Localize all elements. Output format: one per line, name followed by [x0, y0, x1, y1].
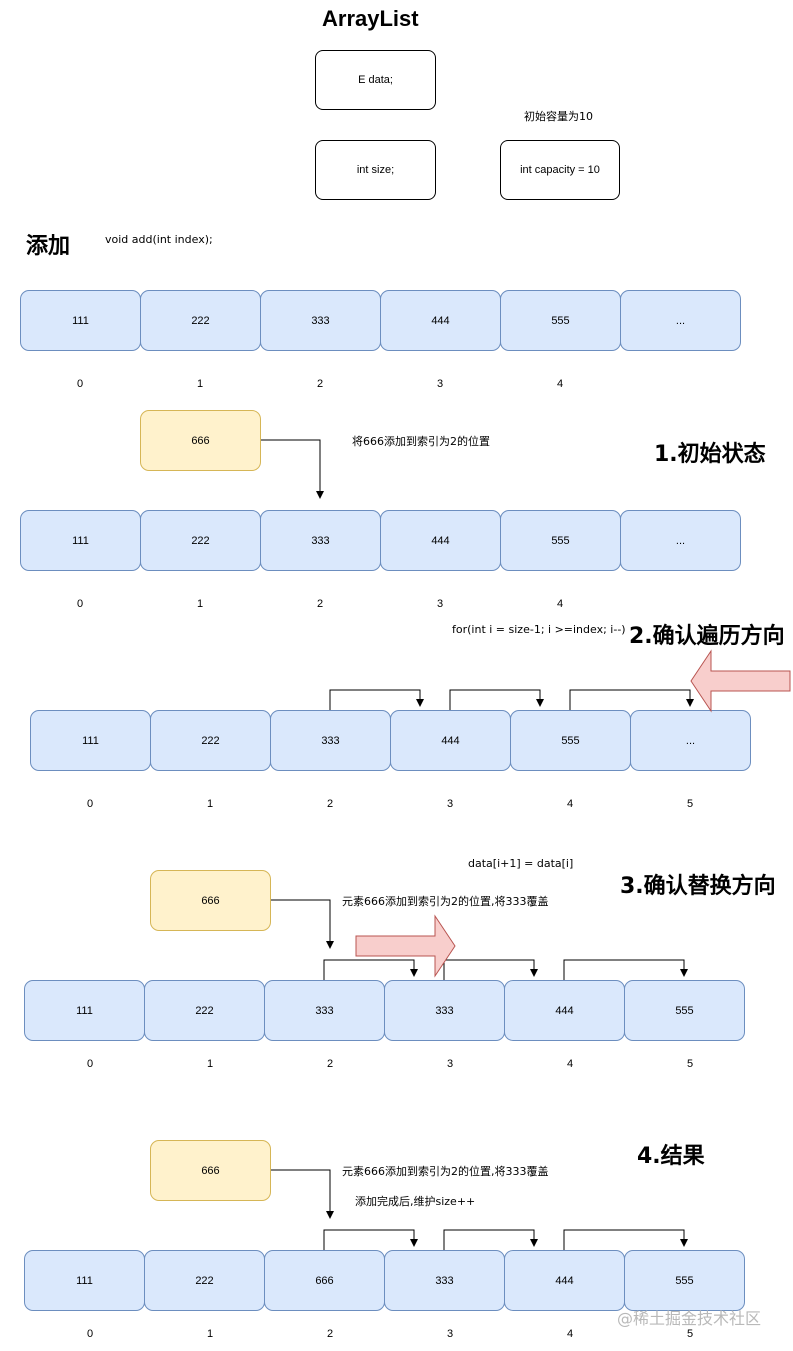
- array-cell: 111: [24, 1250, 145, 1311]
- field-size-box: int size;: [315, 140, 436, 200]
- index-label: 0: [76, 378, 84, 390]
- index-label: 1: [206, 1328, 214, 1340]
- array-cell: 111: [20, 290, 141, 351]
- array-cell: 555: [500, 510, 621, 571]
- index-label: 4: [566, 1058, 574, 1070]
- field-capacity-box: int capacity = 10: [500, 140, 620, 200]
- array-cell: 666: [264, 1250, 385, 1311]
- index-label: 4: [566, 798, 574, 810]
- index-label: 5: [686, 1058, 694, 1070]
- step4-note: 元素666添加到索引为2的位置,将333覆盖: [342, 1165, 549, 1178]
- watermark: @稀土掘金技术社区: [617, 1309, 762, 1328]
- index-label: 1: [206, 798, 214, 810]
- new-element-box: 666: [150, 870, 271, 931]
- loop-code: for(int i = size-1; i >=index; i--): [452, 623, 626, 636]
- array-cell: ...: [630, 710, 751, 771]
- index-label: 1: [206, 1058, 214, 1070]
- step4-note2: 添加完成后,维护size++: [355, 1195, 476, 1208]
- insert-arrow: [271, 1169, 334, 1219]
- index-label: 0: [76, 598, 84, 610]
- index-label: 3: [436, 378, 444, 390]
- array-cell: 555: [624, 980, 745, 1041]
- new-element-box: 666: [150, 1140, 271, 1201]
- array-cell: ...: [620, 510, 741, 571]
- index-label: 3: [446, 798, 454, 810]
- index-label: 5: [686, 1328, 694, 1340]
- diagram-title: ArrayList: [322, 6, 419, 31]
- index-label: 3: [446, 1328, 454, 1340]
- array-cell: 222: [144, 980, 265, 1041]
- array-cell: 222: [140, 290, 261, 351]
- array-cell: 111: [30, 710, 151, 771]
- array-cell: 222: [150, 710, 271, 771]
- array-cell: 222: [144, 1250, 265, 1311]
- new-element-box: 666: [140, 410, 261, 471]
- array-cell: 333: [260, 290, 381, 351]
- index-label: 3: [436, 598, 444, 610]
- shift-arrow: [323, 959, 418, 980]
- shift-arrow: [563, 959, 688, 980]
- array-cell: 333: [270, 710, 391, 771]
- array-cell: 444: [380, 290, 501, 351]
- assign-code: data[i+1] = data[i]: [468, 857, 574, 870]
- index-label: 5: [686, 798, 694, 810]
- shift-arrow: [443, 1229, 538, 1250]
- index-label: 2: [326, 1058, 334, 1070]
- array-cell: 111: [20, 510, 141, 571]
- index-label: 4: [556, 378, 564, 390]
- step3-note: 元素666添加到索引为2的位置,将333覆盖: [342, 895, 549, 908]
- index-label: 1: [196, 598, 204, 610]
- shift-arrow: [323, 1229, 418, 1250]
- array-cell: 555: [624, 1250, 745, 1311]
- shift-arrow: [443, 959, 538, 980]
- index-label: 4: [566, 1328, 574, 1340]
- step2-heading: 2.确认遍历方向: [629, 624, 785, 649]
- traverse-direction-arrow: [690, 649, 791, 713]
- array-cell: 333: [384, 1250, 505, 1311]
- capacity-note: 初始容量为10: [524, 110, 593, 123]
- insert-arrow: [261, 439, 324, 499]
- array-cell: 444: [390, 710, 511, 771]
- index-label: 2: [316, 598, 324, 610]
- shift-arrow: [563, 1229, 688, 1250]
- index-label: 3: [446, 1058, 454, 1070]
- array-cell: 333: [260, 510, 381, 571]
- array-cell: ...: [620, 290, 741, 351]
- array-cell: 222: [140, 510, 261, 571]
- replace-direction-arrow: [355, 914, 456, 978]
- array-cell: 444: [504, 980, 625, 1041]
- index-label: 1: [196, 378, 204, 390]
- array-cell: 555: [510, 710, 631, 771]
- add-signature: void add(int index);: [105, 233, 213, 246]
- field-data-box: E data;: [315, 50, 436, 110]
- step4-heading: 4.结果: [637, 1144, 705, 1169]
- array-cell: 444: [380, 510, 501, 571]
- index-label: 0: [86, 798, 94, 810]
- array-cell: 555: [500, 290, 621, 351]
- step3-heading: 3.确认替换方向: [620, 874, 776, 899]
- index-label: 2: [326, 1328, 334, 1340]
- shift-arrow: [569, 689, 694, 710]
- array-cell: 333: [264, 980, 385, 1041]
- step1-note: 将666添加到索引为2的位置: [352, 435, 490, 448]
- index-label: 4: [556, 598, 564, 610]
- index-label: 2: [316, 378, 324, 390]
- insert-arrow: [271, 899, 334, 949]
- array-cell: 111: [24, 980, 145, 1041]
- array-cell: 333: [384, 980, 505, 1041]
- index-label: 0: [86, 1328, 94, 1340]
- add-section-label: 添加: [26, 234, 71, 259]
- index-label: 0: [86, 1058, 94, 1070]
- shift-arrow: [449, 689, 544, 710]
- step1-heading: 1.初始状态: [654, 442, 766, 467]
- shift-arrow: [329, 689, 424, 710]
- index-label: 2: [326, 798, 334, 810]
